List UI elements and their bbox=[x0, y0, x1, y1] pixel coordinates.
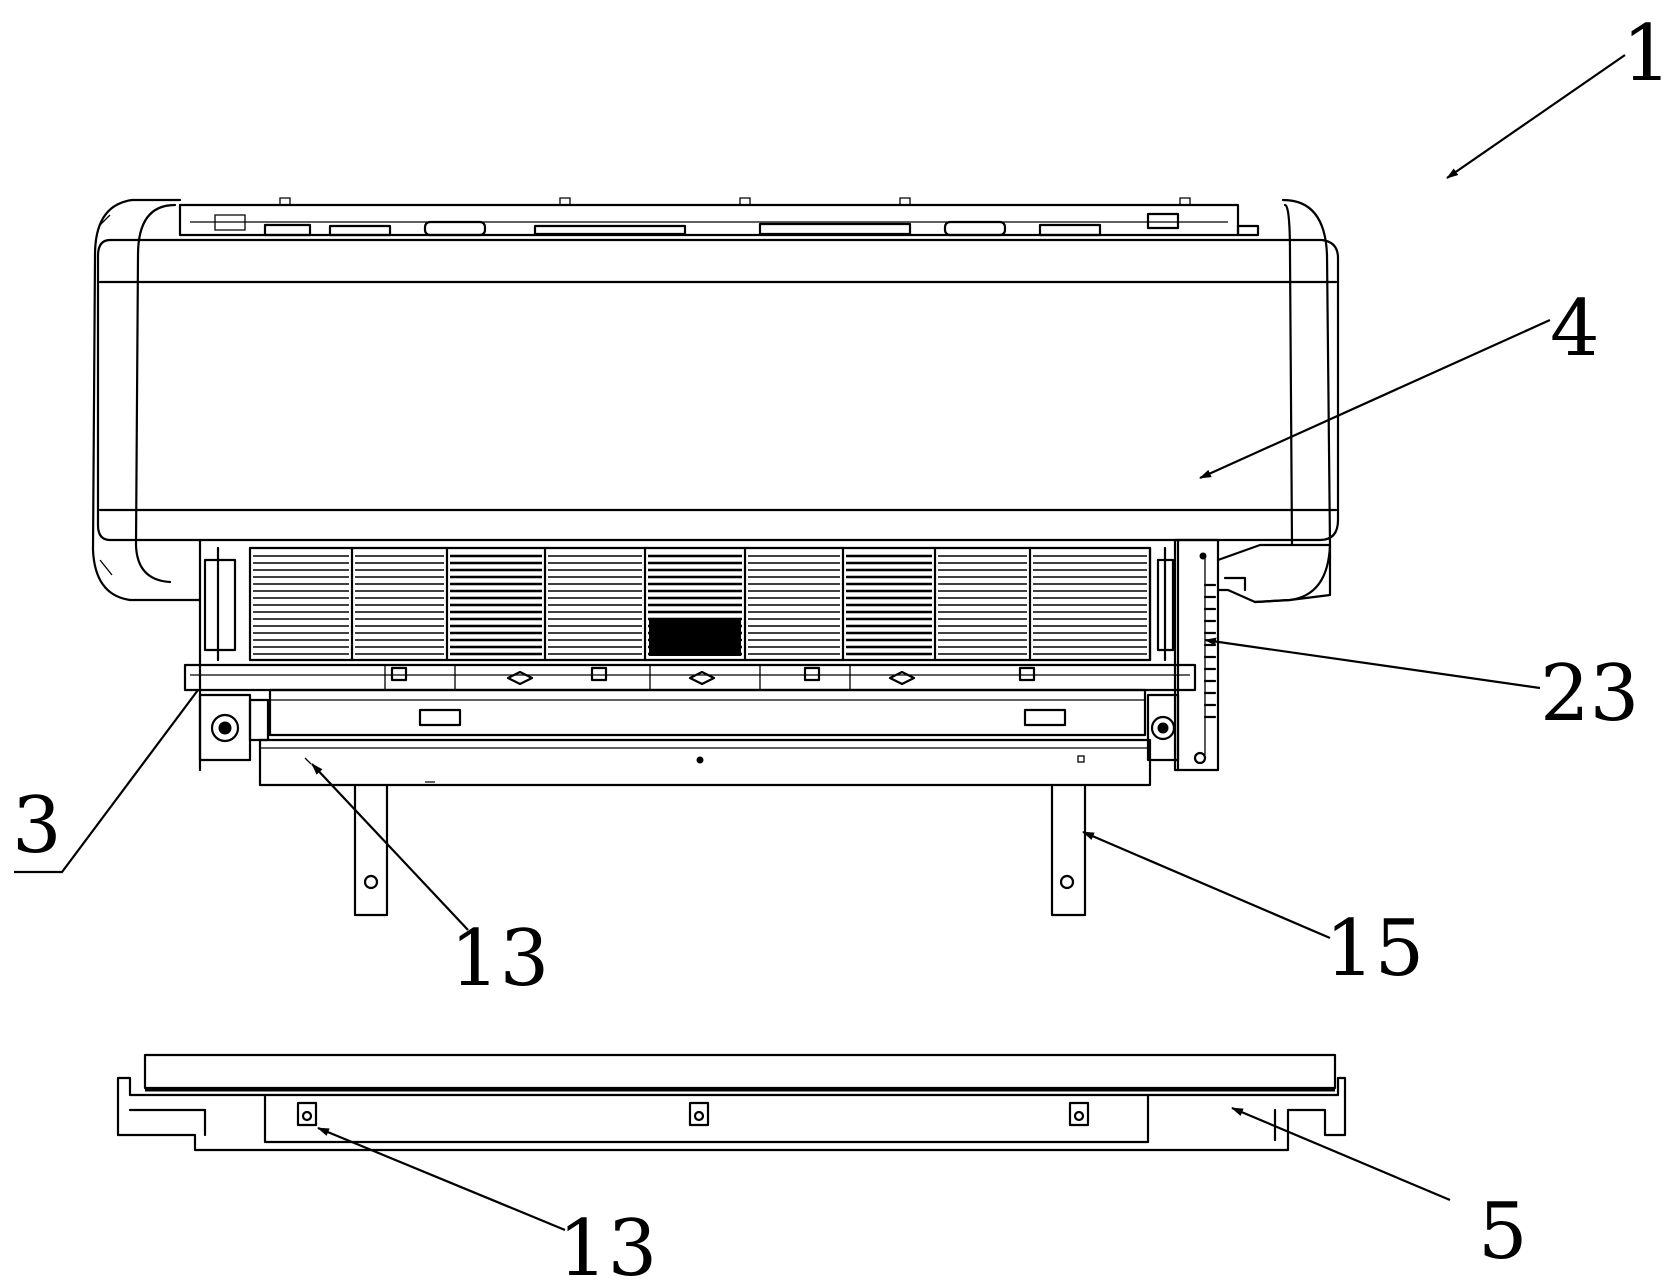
leader-23 bbox=[1204, 637, 1541, 690]
support-legs bbox=[353, 783, 1087, 917]
callout-1: 1 bbox=[1622, 9, 1670, 99]
guide-rail bbox=[183, 663, 1197, 737]
leader-5 bbox=[1231, 1106, 1451, 1202]
front-panel bbox=[96, 238, 1340, 542]
leader-4 bbox=[1199, 318, 1551, 480]
callout-4: 4 bbox=[1550, 284, 1600, 374]
callout-3: 3 bbox=[12, 781, 62, 871]
leader-1 bbox=[1446, 54, 1626, 179]
callout-13-top: 13 bbox=[450, 914, 549, 1004]
side-bracket bbox=[1173, 538, 1332, 772]
fan-assembly bbox=[198, 538, 1180, 772]
callout-labels: 1 4 23 3 13 15 13 5 bbox=[12, 9, 1670, 1285]
callout-5: 5 bbox=[1478, 1187, 1528, 1277]
ac-unit bbox=[91, 197, 1340, 917]
callout-13-bottom: 13 bbox=[558, 1204, 657, 1285]
leader-lines bbox=[14, 54, 1626, 1232]
rack-teeth bbox=[1203, 583, 1217, 719]
base-panel bbox=[116, 1053, 1347, 1152]
left-roller-assembly bbox=[198, 693, 270, 762]
left-end-cap bbox=[91, 198, 202, 602]
right-end-cap bbox=[1253, 198, 1332, 604]
right-roller-assembly bbox=[1146, 693, 1180, 762]
fan-blade-segments bbox=[253, 546, 1152, 662]
callout-23: 23 bbox=[1540, 649, 1639, 739]
lower-tray bbox=[258, 738, 1152, 787]
leader-3 bbox=[14, 689, 199, 874]
leader-13-bottom bbox=[317, 1126, 566, 1232]
top-edge-strip bbox=[178, 197, 1260, 237]
callout-15: 15 bbox=[1325, 904, 1424, 994]
leader-15 bbox=[1082, 830, 1331, 940]
leader-13-top bbox=[311, 763, 469, 931]
